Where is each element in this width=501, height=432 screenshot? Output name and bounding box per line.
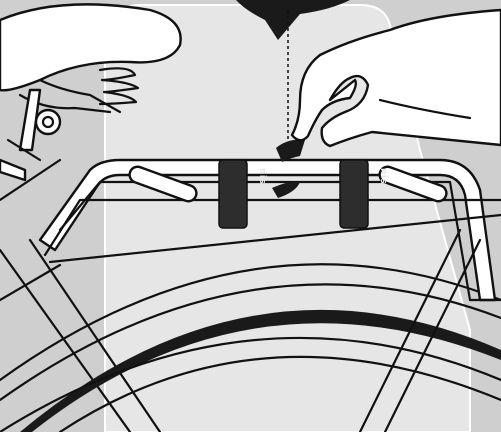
- brand-label: nisue: [378, 168, 388, 198]
- brand-label: nisue: [257, 168, 267, 198]
